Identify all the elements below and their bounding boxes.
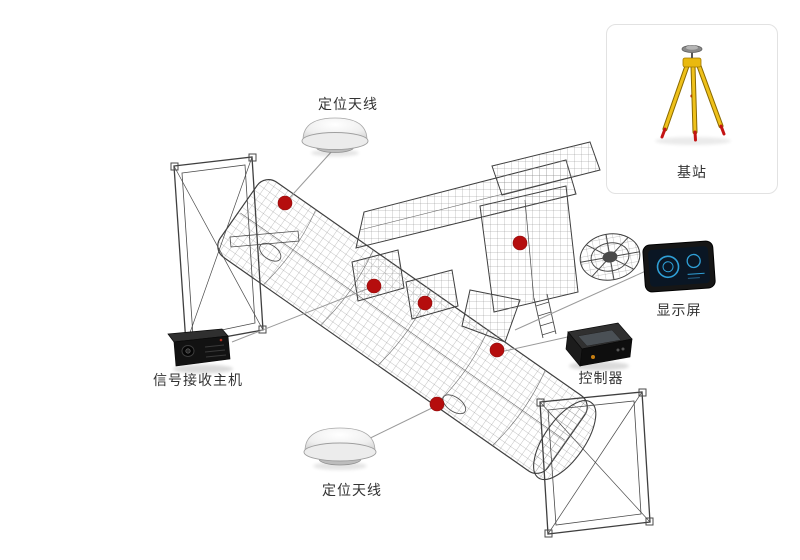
label-antenna-top: 定位天线 xyxy=(318,96,378,112)
receiver-box-icon xyxy=(167,328,233,374)
label-antenna-bottom: 定位天线 xyxy=(322,482,382,498)
survey-tripod-icon xyxy=(655,44,731,145)
connector-line xyxy=(499,335,573,353)
manhole xyxy=(442,394,467,415)
wheel xyxy=(579,233,641,281)
marker-dot xyxy=(417,295,433,311)
gnss-dome-antenna-icon xyxy=(301,117,369,157)
controller-box-icon xyxy=(565,322,633,371)
label-receiver: 信号接收主机 xyxy=(153,372,243,388)
connector-line xyxy=(514,269,649,331)
machine-wireframe xyxy=(170,141,654,538)
dashboard-screen-icon xyxy=(642,240,716,293)
marker-dot xyxy=(277,195,293,211)
label-display: 显示屏 xyxy=(656,302,702,318)
connector-line xyxy=(231,286,373,343)
connector-line xyxy=(284,149,334,204)
container-frame-left xyxy=(170,153,300,348)
base-station-panel: 基站 xyxy=(606,24,778,194)
crane-structure xyxy=(351,141,641,343)
gnss-dome-antenna-icon xyxy=(303,427,377,470)
marker-dot xyxy=(489,342,505,358)
container-frame-right xyxy=(536,388,654,538)
marker-dots xyxy=(277,195,528,412)
marker-dot xyxy=(429,396,445,412)
label-base-station: 基站 xyxy=(677,164,707,181)
marker-dot xyxy=(512,235,528,251)
tank-cylinder xyxy=(217,179,597,481)
marker-dot xyxy=(366,278,382,294)
label-controller: 控制器 xyxy=(578,370,624,386)
manhole xyxy=(259,242,282,262)
